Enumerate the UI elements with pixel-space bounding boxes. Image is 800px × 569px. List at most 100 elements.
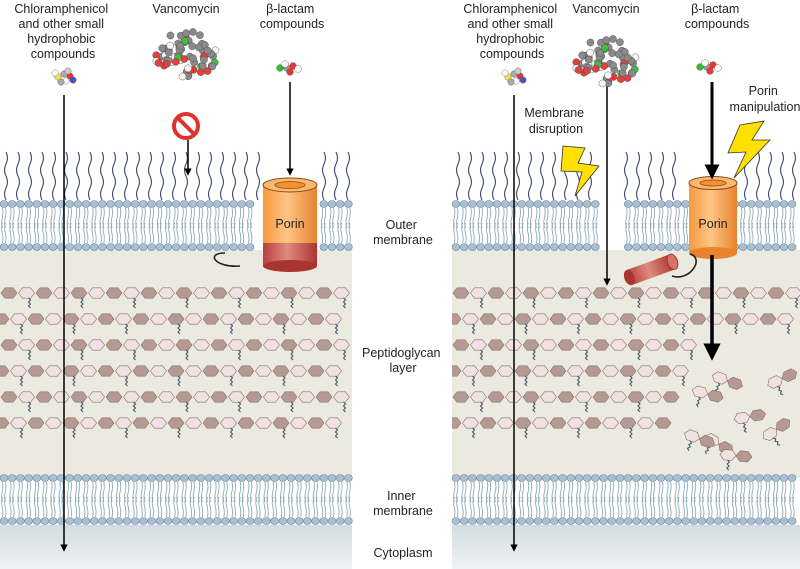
lipid-head: [65, 200, 74, 208]
lipid-head: [460, 243, 469, 251]
lipid-head: [81, 474, 91, 482]
glycan-unit: [307, 313, 325, 325]
glycan-unit: [567, 417, 584, 429]
glycan-unit: [132, 417, 150, 429]
peptide-crosslink: [637, 401, 641, 413]
peptide-crosslink: [237, 349, 242, 361]
cytoplasm-right: [452, 525, 800, 569]
lipid-head: [89, 243, 99, 251]
glycan-unit: [53, 287, 70, 299]
glycan-unit: [307, 417, 325, 429]
glycan-unit: [202, 365, 220, 377]
lipid-head: [196, 200, 206, 208]
lipid-head: [237, 474, 247, 482]
peptide-crosslink: [72, 427, 76, 439]
glycan-unit: [150, 417, 167, 429]
lipid-head: [492, 474, 502, 482]
lipid-head: [492, 200, 502, 208]
lps-chain: [27, 151, 33, 201]
lipid-head: [155, 243, 165, 251]
lipid-head: [163, 200, 173, 208]
lipid-head: [574, 517, 584, 525]
glycan-unit: [167, 417, 185, 429]
lps-chain: [491, 151, 497, 201]
lps-chain: [3, 151, 9, 201]
glycan-unit: [315, 287, 333, 299]
lipid-head: [0, 243, 9, 251]
lipid-head: [0, 474, 9, 482]
glycan-unit: [228, 339, 245, 351]
porin-barrel: [689, 183, 737, 253]
lipid-head: [114, 474, 124, 482]
lipid-head: [501, 200, 510, 208]
lipid-head: [204, 517, 214, 525]
lipid-head: [327, 243, 337, 251]
lipid-head: [73, 243, 83, 251]
lipid-head: [65, 243, 74, 251]
lipid-head: [16, 517, 25, 525]
glycan-unit: [290, 417, 307, 429]
glycan-unit: [80, 365, 97, 377]
lipid-head: [755, 200, 764, 208]
chloramphenicol-label-left: Chloramphenicol and other small hydropho…: [14, 2, 111, 61]
peptide-crosslink: [629, 323, 633, 335]
lipid-head: [525, 200, 534, 208]
glycan-unit: [62, 365, 80, 377]
lipid-head: [172, 200, 181, 208]
peptide-crosslink: [282, 427, 286, 439]
lipid-head: [65, 474, 74, 482]
lps-left: [3, 151, 261, 201]
glycan-unit: [715, 287, 732, 299]
beta-lactam-label-right: β-lactam compounds: [685, 2, 750, 31]
lipid-head: [664, 474, 674, 482]
lipid-head: [81, 200, 91, 208]
glycan-unit: [645, 287, 662, 299]
peptide-crosslink: [726, 459, 731, 471]
lipid-head: [501, 517, 510, 525]
lipid-head: [303, 474, 312, 482]
lipid-head: [476, 474, 485, 482]
lipid-head: [738, 243, 748, 251]
glycan-unit: [123, 339, 140, 351]
glycan-unit: [452, 391, 470, 403]
lipid-head: [476, 517, 485, 525]
lipid-head: [155, 474, 165, 482]
glycan-unit: [749, 409, 767, 422]
lps-chain: [791, 151, 797, 201]
peptide-crosslink: [124, 427, 129, 439]
lipid-head: [122, 200, 132, 208]
lipid-head: [517, 200, 526, 208]
glycan-unit: [167, 365, 185, 377]
lipid-head: [163, 517, 173, 525]
lipid-head: [40, 474, 50, 482]
lps-chain: [623, 151, 629, 201]
glycan-unit: [210, 391, 228, 403]
lps-chain: [551, 151, 557, 201]
peptidoglycan-fragment: [763, 417, 790, 446]
lipid-head: [188, 243, 197, 251]
glycan-unit: [637, 313, 654, 325]
lipid-head: [7, 243, 17, 251]
lipid-head: [245, 243, 255, 251]
lipid-head: [755, 474, 764, 482]
lipid-head: [623, 243, 633, 251]
glycan-unit: [315, 339, 333, 351]
glycan-unit: [672, 313, 689, 325]
lps-chain: [51, 151, 57, 201]
lipid-head: [270, 474, 279, 482]
peptide-crosslink: [584, 297, 589, 309]
lipid-head: [163, 243, 173, 251]
lipid-head: [40, 517, 50, 525]
glycan-unit: [627, 339, 645, 351]
peptide-crosslink: [290, 401, 294, 413]
lipid-head: [755, 517, 764, 525]
lipid-head: [172, 517, 181, 525]
glycan-unit: [462, 365, 479, 377]
lipid-head: [32, 243, 41, 251]
glycan-unit: [255, 365, 272, 377]
lipid-head: [16, 474, 25, 482]
glycan-unit: [654, 365, 672, 377]
lps-chain: [219, 151, 225, 201]
lipid-head: [525, 243, 534, 251]
glycan-unit: [35, 391, 53, 403]
